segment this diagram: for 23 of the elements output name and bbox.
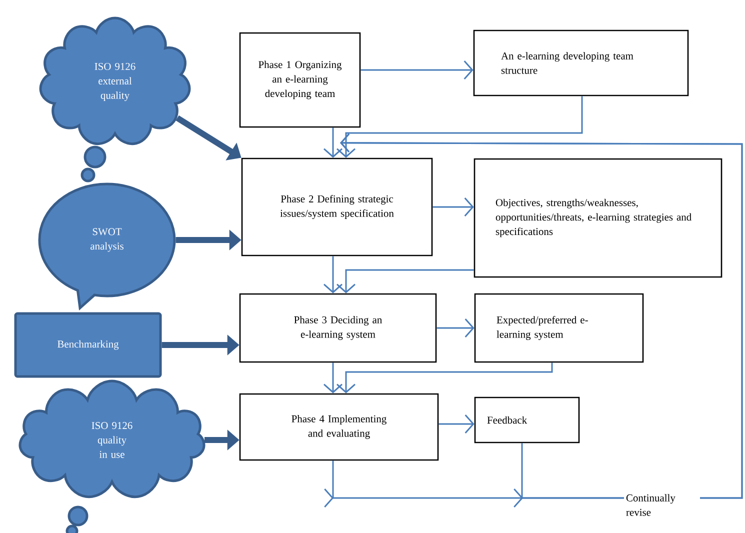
arrow xyxy=(360,60,474,80)
arrow xyxy=(432,198,474,216)
output-box: Objectives, strengths/weaknesses, opportunities/threats, e-learning strategies and specifications xyxy=(474,158,722,278)
arrow xyxy=(324,362,342,394)
process-box: Phase 3 Deciding an e-learning system xyxy=(239,293,437,363)
thought-cloud: ISO 9126 quality in use xyxy=(18,380,206,498)
arrow xyxy=(324,128,342,158)
arrow xyxy=(438,414,474,434)
process-box: Phase 4 Implementing and evaluating xyxy=(239,393,439,461)
arrow xyxy=(336,362,553,394)
process-box: Phase 1 Organizing an e-learning developing team xyxy=(239,32,361,128)
process-box: Phase 2 Defining strategic issues/system specification xyxy=(241,158,433,256)
edge-label: Continually revise xyxy=(624,492,700,518)
output-box: Feedback xyxy=(474,396,580,444)
arrow xyxy=(436,318,474,338)
arrow xyxy=(336,96,583,158)
callout-box: Benchmarking xyxy=(14,312,162,378)
output-box: Expected/preferred e-learning system xyxy=(474,293,644,363)
arrow xyxy=(324,256,342,294)
thought-cloud: ISO 9126 external quality xyxy=(39,16,191,146)
arrow xyxy=(336,269,474,294)
speech-bubble: SWOT analysis xyxy=(38,182,176,310)
output-box: An e-learning developing team structure xyxy=(473,30,689,96)
